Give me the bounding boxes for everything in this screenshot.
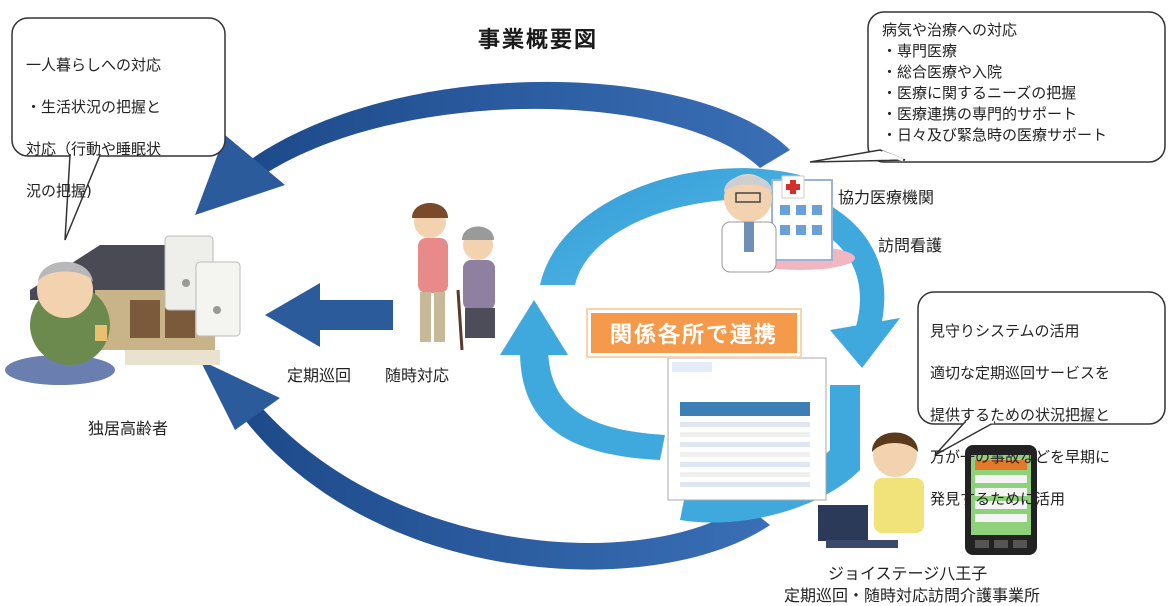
smartphone-icon — [965, 445, 1037, 555]
callout-left-line: ・生活状況の把握と — [26, 98, 162, 116]
elderly-label: 独居高齢者 — [88, 419, 169, 438]
callout-system-line: 発見するために活用 — [930, 490, 1066, 508]
callout-system-line: 見守りシステムの活用 — [930, 322, 1080, 340]
caregiver-illustration — [412, 203, 495, 351]
callout-left-text: 一人暮らしへの対応 ・生活状況の把握と 対応（行動や睡眠状 況の把握) — [26, 34, 221, 223]
nursing-label: 訪問看護 — [878, 236, 943, 255]
web-system-screenshot — [667, 357, 827, 501]
top-dark-arrow — [195, 81, 790, 215]
callout-medical-heading: 病気や治療への対応 — [882, 21, 1018, 39]
diagram-title: 事業概要図 — [478, 28, 599, 53]
patrol-label: 定期巡回 — [287, 366, 352, 385]
on-demand-label: 随時対応 — [385, 366, 450, 385]
bottom-dark-arrow — [200, 360, 770, 570]
hospital-label: 協力医療機関 — [838, 188, 935, 207]
callout-medical-list: 専門医療 総合医療や入院 医療に関するニーズの把握 医療連携の専門的サポート 日… — [882, 41, 1162, 146]
callout-medical-item: 専門医療 — [882, 41, 1162, 62]
callout-system-line: 提供するための状況把握と — [930, 406, 1111, 424]
office-name-label: ジョイステージ八王子 — [828, 564, 988, 583]
callout-left-bubble — [11, 17, 226, 241]
office-desc-label: 定期巡回・随時対応訪問介護事業所 — [784, 586, 1041, 605]
callout-medical-item: 医療連携の専門的サポート — [882, 104, 1162, 125]
cycle-arrow-left — [500, 300, 665, 460]
doctor-illustration — [721, 174, 777, 273]
callout-medical-item: 日々及び緊急時の医療サポート — [882, 125, 1162, 146]
callout-system-line: 万が一の事故などを早期に — [930, 448, 1111, 466]
callout-left-line: 一人暮らしへの対応 — [26, 56, 162, 74]
callout-left-line: 況の把握) — [26, 182, 92, 200]
callout-system-line: 適切な定期巡回サービスを — [930, 364, 1111, 382]
callout-medical-item: 総合医療や入院 — [882, 62, 1162, 83]
callout-system-bubble — [917, 291, 1166, 456]
cooperation-label: 関係各所で連携 — [586, 308, 802, 358]
callout-left-line: 対応（行動や睡眠状 — [26, 140, 162, 158]
callout-medical-item: 医療に関するニーズの把握 — [882, 83, 1162, 104]
sensor-devices-icon — [164, 235, 241, 337]
callout-medical-text: 病気や治療への対応 専門医療 総合医療や入院 医療に関するニーズの把握 医療連携… — [882, 20, 1162, 146]
left-straight-arrow — [265, 283, 393, 347]
callout-system-text: 見守りシステムの活用 適切な定期巡回サービスを 提供するための状況把握と 万が一… — [930, 300, 1162, 531]
staff-illustration — [818, 432, 924, 548]
